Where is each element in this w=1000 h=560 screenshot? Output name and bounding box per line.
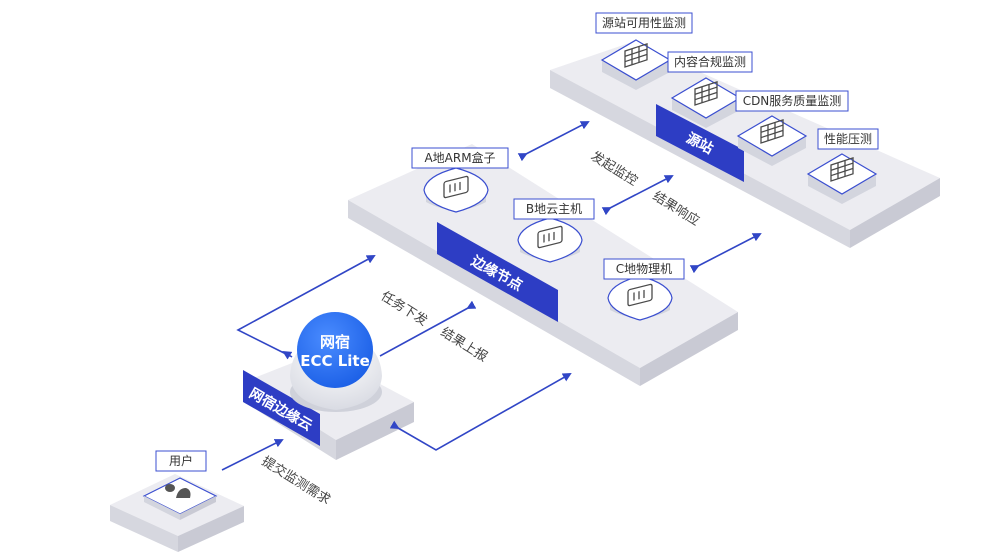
response-arrow: [601, 175, 674, 216]
flow-label-response: 结果响应: [650, 188, 703, 229]
ecc-subtitle: ECC Lite: [300, 352, 370, 370]
user-icon: [165, 484, 191, 498]
cloud-platform: 网宿边缘云 网宿 ECC Lite: [243, 312, 414, 460]
monitor-label: CDN服务质量监测: [743, 93, 842, 108]
flow-label-dispatch: 任务下发: [378, 288, 431, 329]
edge-node-b: B地云主机: [513, 198, 595, 263]
monitor-label: 性能压测: [824, 132, 872, 146]
origin-panel: 源站: [656, 104, 744, 182]
monitor-load-test: 性能压测: [807, 128, 879, 205]
c-origin-arrow: [689, 233, 762, 274]
flow-label-initiate: 发起监控: [588, 148, 641, 189]
monitor-availability: 源站可用性监测: [595, 12, 693, 91]
initiate-arrow: [517, 121, 590, 162]
user-label: 用户: [169, 453, 193, 468]
report-arrow: [379, 300, 477, 357]
user-tile: [142, 477, 218, 520]
dispatch-arrow: [236, 255, 376, 357]
edge-node-label: B地云主机: [526, 202, 582, 216]
monitor-compliance: 内容合规监测: [667, 51, 753, 129]
monitor-cdn-quality: CDN服务质量监测: [735, 90, 849, 167]
flow-label-submit: 提交监测需求: [259, 453, 334, 508]
flow-arrows: [221, 121, 762, 471]
dispatch-arrow-lower: [282, 350, 293, 360]
ecc-title: 网宿: [320, 333, 350, 351]
edge-node-label: A地ARM盒子: [424, 150, 495, 165]
edge-node-c: C地物理机: [603, 258, 685, 321]
user-platform: 用户: [110, 450, 244, 552]
edge-node-a: A地ARM盒子: [411, 147, 509, 213]
flow-label-report: 结果上报: [438, 325, 490, 365]
monitor-label: 源站可用性监测: [602, 16, 686, 30]
ecc-dome: 网宿 ECC Lite: [290, 312, 382, 412]
submit-arrow: [221, 439, 284, 471]
monitor-label: 内容合规监测: [674, 54, 746, 69]
edge-node-label: C地物理机: [616, 262, 672, 276]
loop-arrow: [389, 373, 572, 451]
